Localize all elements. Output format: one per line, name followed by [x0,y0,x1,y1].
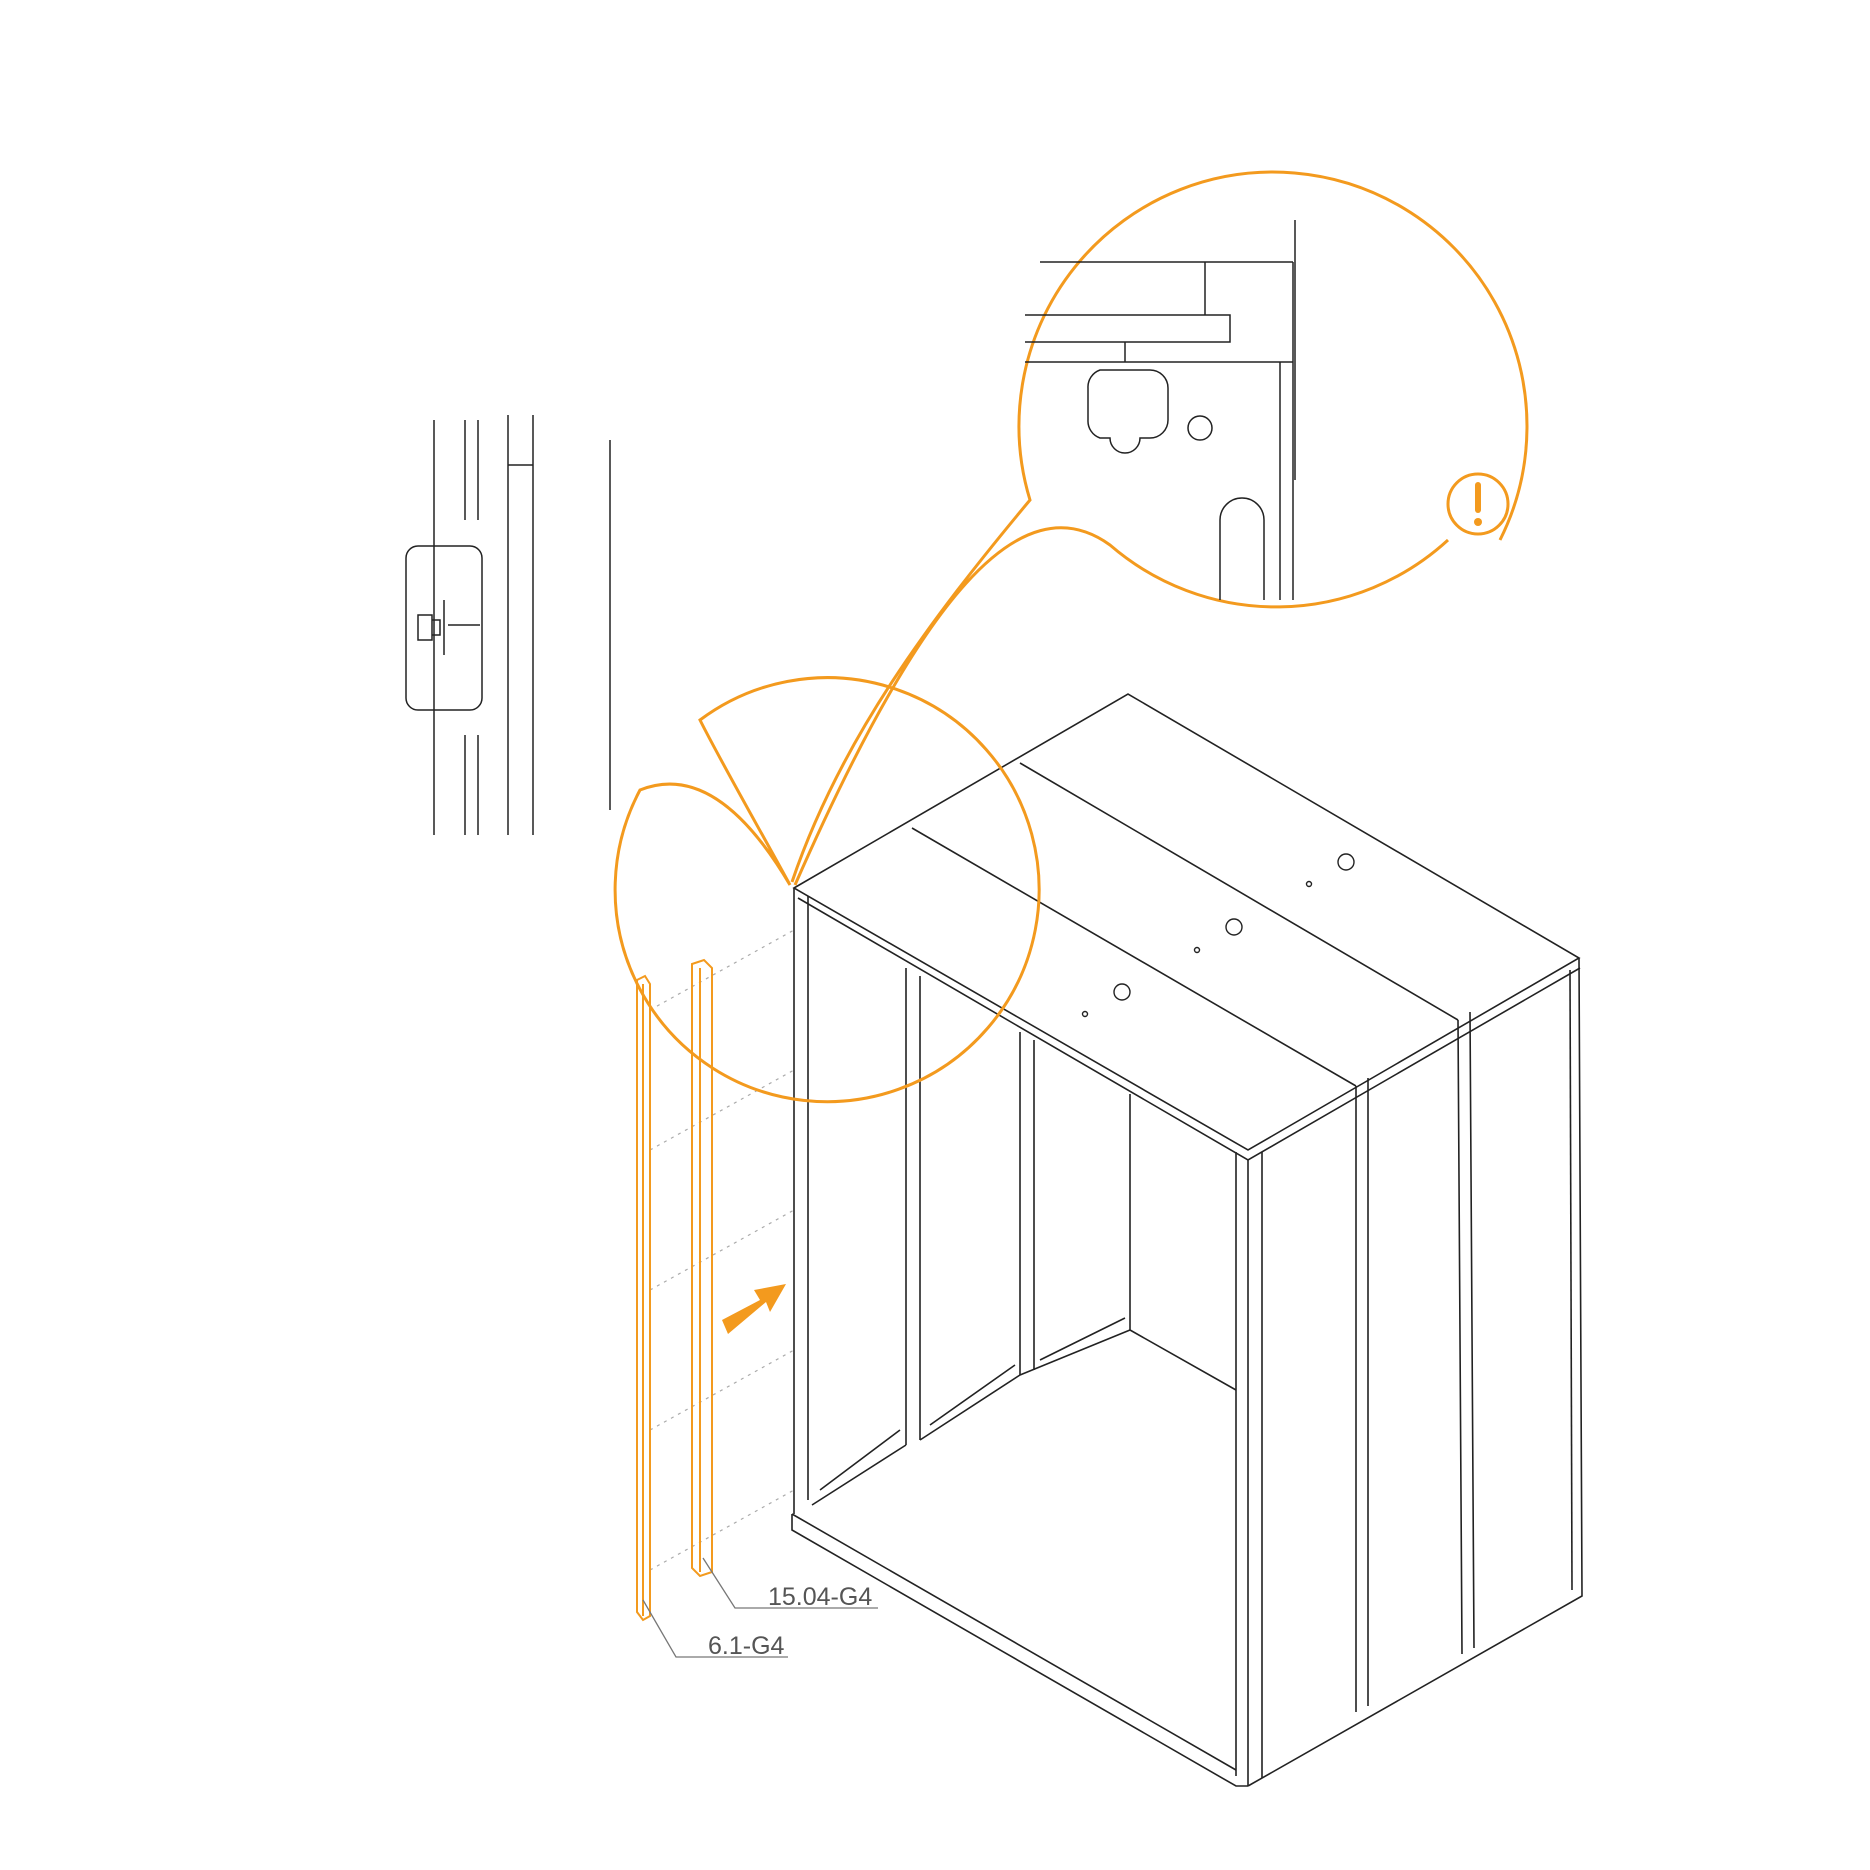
top-holes [1081,853,1355,1018]
cabinet-top [792,693,1581,1151]
arrow-icon [722,1284,786,1334]
cabinet-frame [791,693,1583,1787]
new-parts [636,958,713,1622]
detail-circle-left [613,676,1041,1104]
side-panel-seams [1355,1011,1475,1712]
top-panel-seams [911,762,1459,1087]
detail-callouts [613,170,1529,1104]
leader-lines [642,1557,878,1658]
alignment-guides [649,929,795,1571]
detail-left-content [405,415,611,835]
exclamation-icon [1446,472,1510,536]
part-6-1-g4 [636,974,651,1622]
detail-right-content [1025,220,1296,600]
cabinet-base [791,1514,1248,1787]
part-15-04-g4 [691,958,713,1578]
part-label-15-04-g4: 15.04-G4 [768,1583,873,1611]
detail-circle-right [790,170,1529,886]
cabinet-right-side [1247,957,1583,1787]
part-label-6-1-g4: 6.1-G4 [708,1632,785,1660]
